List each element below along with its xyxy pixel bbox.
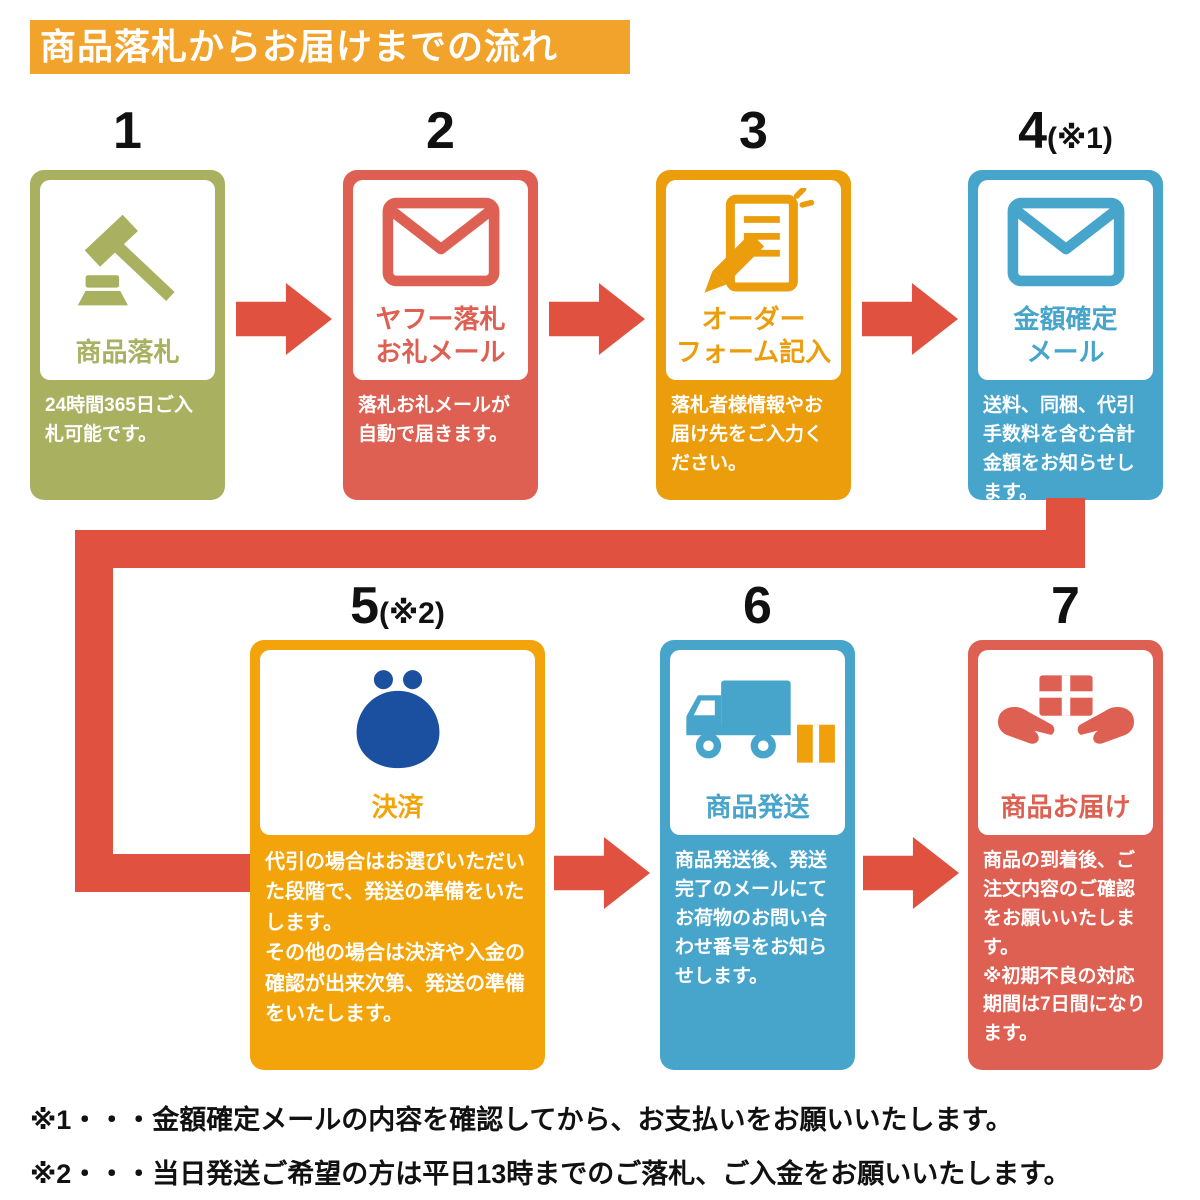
step-panel: 商品発送	[670, 650, 845, 835]
connector-bottom-segment	[75, 854, 255, 892]
step-panel: 決済	[260, 650, 535, 835]
page-title: 商品落札からお届けまでの流れ	[30, 20, 630, 74]
connector-top-segment	[75, 530, 1085, 568]
step-number-text: 7	[1051, 577, 1080, 635]
step-label: 商品落札	[75, 336, 180, 367]
step-number-text: 2	[426, 102, 455, 160]
step-panel: 商品落札	[40, 180, 215, 380]
step-desc: 落札者様情報やお届け先をご入力ください。	[671, 395, 824, 474]
step-number-6: 6	[660, 575, 855, 637]
step-label: オーダー フォーム記入	[675, 304, 832, 367]
step-box-price-mail: 金額確定 メール 送料、同梱、代引手数料を含む合計金額をお知らせします。	[968, 170, 1163, 503]
step-number-text: 5	[350, 577, 380, 635]
truck-icon	[670, 650, 845, 791]
gavel-icon	[40, 180, 215, 336]
step-box-payment: 決済 代引の場合はお選びいただいた段階で、発送の準備をいたします。 その他の場合…	[250, 640, 545, 1070]
step-panel: 商品お届け	[978, 650, 1153, 835]
connector-left-segment	[75, 530, 113, 892]
step-desc: 送料、同梱、代引手数料を含む合計金額をお知らせします。	[983, 395, 1136, 503]
step-label: 商品お届け	[1000, 791, 1131, 822]
step-label: ヤフー落札 お礼メール	[375, 304, 506, 367]
step-desc: 24時間365日ご入札可能です。	[45, 395, 193, 445]
step-box-order-form: オーダー フォーム記入 落札者様情報やお届け先をご入力ください。	[656, 170, 851, 500]
flow-arrow-5-6	[554, 837, 650, 909]
delivery-hands-icon	[978, 650, 1153, 791]
footnote-2: ※2・・・当日発送ご希望の方は平日13時までのご落札、ご入金をお願いいたします。	[30, 1159, 1071, 1189]
mail-icon	[353, 180, 528, 303]
purse-icon	[260, 650, 535, 791]
step-box-delivery: 商品お届け 商品の到着後、ご注文内容のご確認をお願いいたします。 ※初期不良の対…	[968, 640, 1163, 1070]
step-label: 金額確定 メール	[1013, 304, 1118, 367]
step-box-shipping: 商品発送 商品発送後、発送完了のメールにてお荷物のお問い合わせ番号をお知らせしま…	[660, 640, 855, 1070]
step-desc: 商品発送後、発送完了のメールにてお荷物のお問い合わせ番号をお知らせします。	[675, 850, 828, 987]
step-desc: 代引の場合はお選びいただいた段階で、発送の準備をいたします。 その他の場合は決済…	[265, 851, 525, 1025]
order-form-icon	[666, 180, 841, 303]
step-number-2: 2	[343, 100, 538, 162]
flow-arrow-6-7	[863, 837, 959, 909]
step-number-1: 1	[30, 100, 225, 162]
step-box-thanks-mail: ヤフー落札 お礼メール 落札お礼メールが自動で届きます。	[343, 170, 538, 500]
step-number-text: 1	[113, 102, 142, 160]
step-panel: ヤフー落札 お礼メール	[353, 180, 528, 380]
step-number-3: 3	[656, 100, 851, 162]
step-label: 商品発送	[705, 791, 810, 822]
step-number-5: 5(※2)	[350, 577, 445, 635]
step-number-text: 6	[743, 577, 772, 635]
step-panel: 金額確定 メール	[978, 180, 1153, 380]
mail-icon	[978, 180, 1153, 303]
flow-arrow-2-3	[549, 283, 645, 355]
step-desc: 落札お礼メールが自動で届きます。	[358, 395, 511, 445]
step-number-7: 7	[968, 575, 1163, 637]
step-number-4: 4(※1)	[1018, 102, 1113, 160]
step-box-auction: 商品落札 24時間365日ご入札可能です。	[30, 170, 225, 500]
step-panel: オーダー フォーム記入	[666, 180, 841, 380]
step-desc: 商品の到着後、ご注文内容のご確認をお願いいたします。 ※初期不良の対応期間は7日…	[983, 850, 1146, 1045]
step-label: 決済	[371, 791, 424, 822]
step-number-text: 3	[739, 102, 768, 160]
footnote-1: ※1・・・金額確定メールの内容を確認してから、お支払いをお願いいたします。	[30, 1105, 1013, 1135]
flow-arrow-1-2	[236, 283, 332, 355]
flow-arrow-3-4	[862, 283, 958, 355]
step-number-text: 4	[1018, 102, 1048, 160]
